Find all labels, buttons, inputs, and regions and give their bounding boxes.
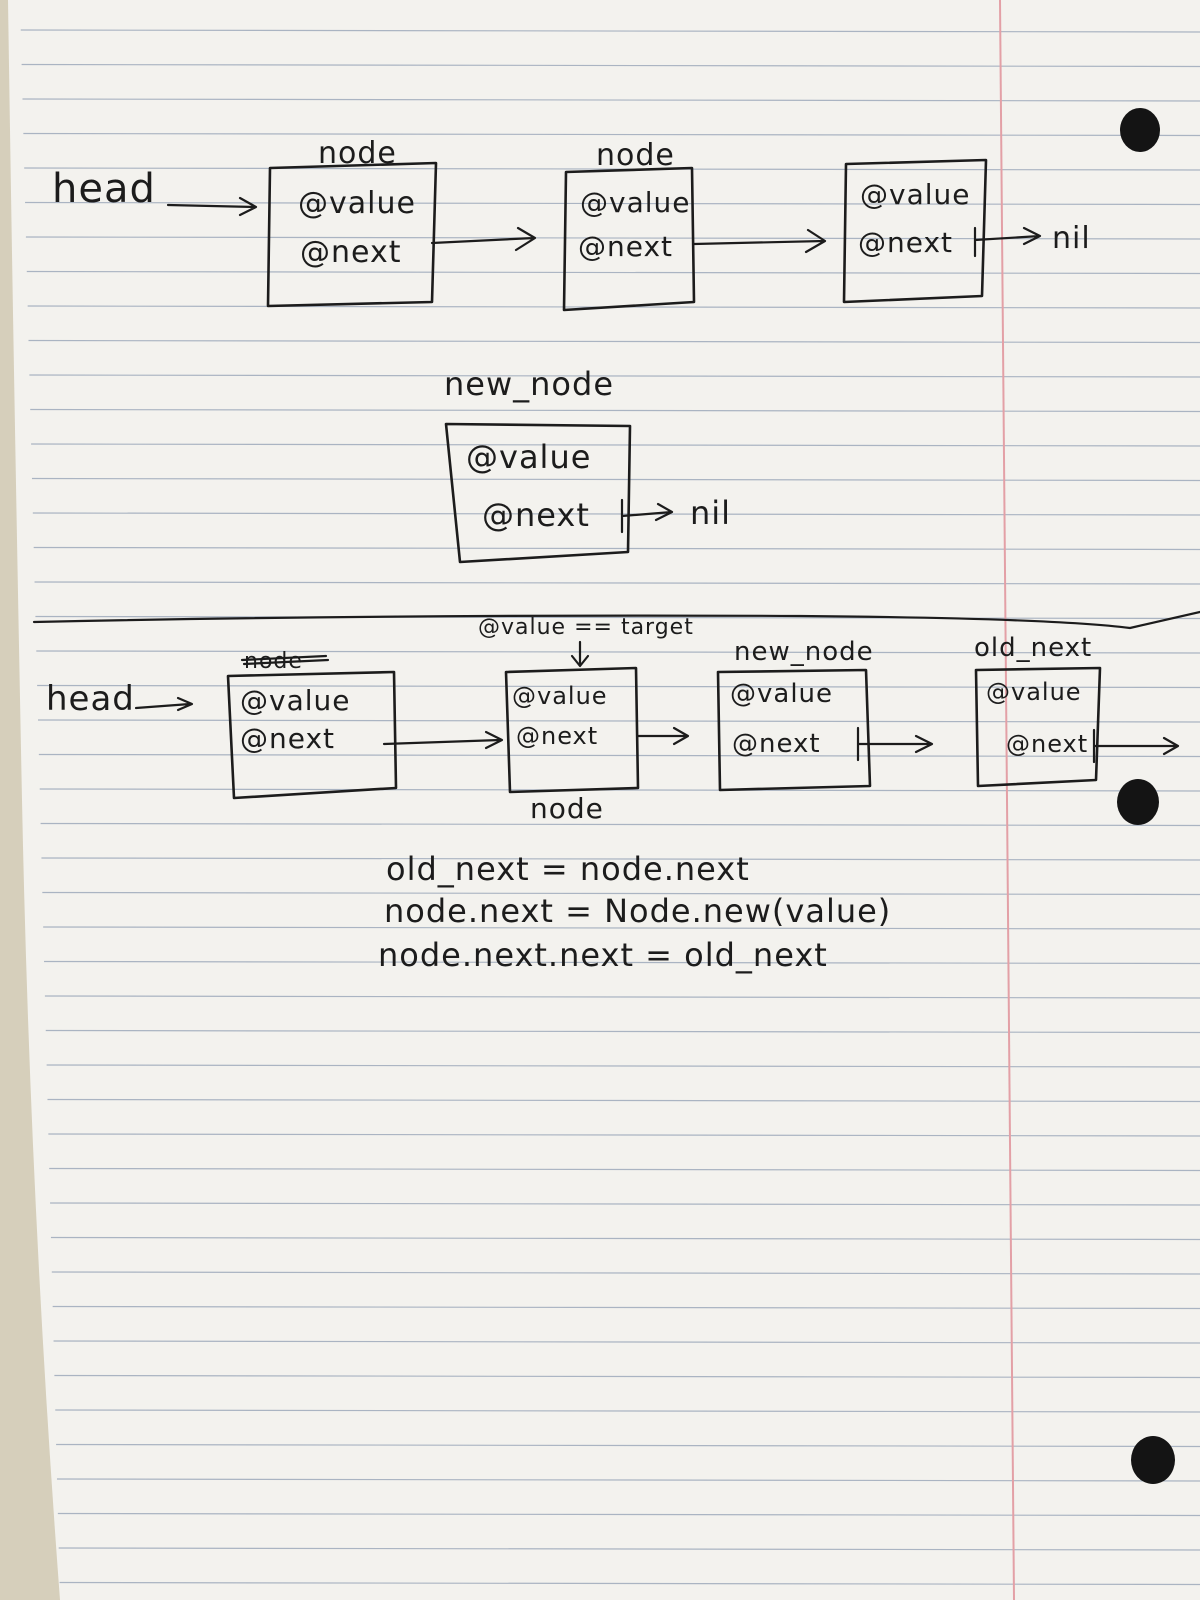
ruled-line bbox=[46, 1064, 1200, 1068]
bottom-box4-value: @value bbox=[986, 678, 1082, 706]
ruled-line bbox=[59, 1581, 1200, 1586]
binder-hole-top bbox=[1120, 108, 1160, 152]
node3-next: @next bbox=[858, 226, 953, 259]
ruled-line bbox=[51, 1271, 1200, 1275]
ruled-line bbox=[21, 63, 1200, 68]
bottom-box4 bbox=[974, 666, 1102, 788]
ruled-line bbox=[54, 1374, 1200, 1379]
new-node-next-arrow bbox=[620, 498, 674, 534]
ruled-line bbox=[29, 374, 1200, 378]
ruled-line bbox=[47, 1098, 1200, 1103]
ruled-line bbox=[52, 1305, 1200, 1310]
new-node-nil: nil bbox=[690, 494, 731, 532]
head-arrow-top bbox=[166, 196, 258, 217]
code-line-1: old_next = node.next bbox=[386, 850, 750, 888]
ruled-line bbox=[23, 132, 1200, 137]
bottom-box1-value: @value bbox=[240, 684, 350, 717]
paper-sheet bbox=[8, 0, 1200, 1600]
bottom-box4-arrow bbox=[1092, 728, 1180, 764]
new-node-label-top: new_node bbox=[444, 365, 614, 403]
node2-next-arrow bbox=[692, 228, 827, 254]
ruled-line bbox=[55, 1409, 1200, 1413]
ruled-line bbox=[50, 1236, 1200, 1241]
ruled-line bbox=[30, 408, 1200, 413]
ruled-line bbox=[56, 1478, 1200, 1482]
new-node-next: @next bbox=[482, 496, 590, 534]
ruled-line bbox=[22, 98, 1200, 102]
node3-box bbox=[842, 158, 988, 304]
bottom-box2-value: @value bbox=[512, 682, 608, 710]
node2-label: node bbox=[596, 138, 675, 173]
ruled-line bbox=[49, 1167, 1200, 1172]
node1-next: @next bbox=[300, 235, 401, 270]
target-note: @value == target bbox=[478, 615, 694, 640]
new-node-value: @value bbox=[466, 438, 591, 476]
bottom-box3-value: @value bbox=[730, 679, 833, 709]
bottom-box1 bbox=[226, 670, 398, 800]
bottom-box3 bbox=[716, 668, 872, 792]
ruled-line bbox=[31, 477, 1200, 482]
head-arrow-bottom bbox=[134, 696, 194, 712]
ruled-line bbox=[58, 1547, 1200, 1551]
bottom-box3-next: @next bbox=[732, 729, 821, 759]
node1-next-arrow bbox=[430, 226, 537, 252]
head-label-top: head bbox=[52, 166, 156, 212]
node2-next: @next bbox=[578, 230, 673, 263]
code-line-3: node.next.next = old_next bbox=[378, 936, 828, 974]
bottom-box3-arrow bbox=[856, 726, 934, 762]
node1-box bbox=[266, 161, 438, 308]
ruled-line bbox=[45, 1029, 1200, 1034]
ruled-line bbox=[53, 1340, 1200, 1344]
target-pointer bbox=[570, 640, 590, 668]
ruled-line bbox=[24, 167, 1200, 171]
node3-nil: nil bbox=[1052, 221, 1091, 256]
ruled-line bbox=[20, 29, 1200, 33]
code-line-2: node.next = Node.new(value) bbox=[384, 892, 891, 930]
ruled-line bbox=[28, 339, 1200, 344]
new-node-box-top bbox=[444, 422, 632, 564]
node1-value: @value bbox=[298, 186, 416, 221]
bottom-box1-arrow bbox=[382, 730, 504, 750]
node3-next-arrow bbox=[973, 226, 1042, 258]
node3-value: @value bbox=[860, 178, 970, 211]
head-label-bottom: head bbox=[46, 679, 135, 719]
ruled-line bbox=[48, 1133, 1200, 1137]
ruled-line bbox=[44, 995, 1200, 999]
strike-through bbox=[240, 654, 330, 666]
bottom-box1-next: @next bbox=[240, 722, 335, 755]
bottom-box2 bbox=[504, 666, 640, 794]
ruled-line bbox=[57, 1512, 1200, 1517]
ruled-line bbox=[31, 443, 1200, 447]
section-divider bbox=[32, 610, 1200, 630]
bottom-box2-next: @next bbox=[516, 722, 598, 750]
ruled-line bbox=[26, 270, 1200, 275]
new-node-label-bottom: new_node bbox=[734, 637, 874, 667]
margin-line bbox=[999, 0, 1015, 1600]
old-next-label: old_next bbox=[974, 633, 1092, 663]
ruled-line bbox=[25, 201, 1200, 206]
node2-box bbox=[562, 166, 696, 312]
node-below-label: node bbox=[530, 792, 604, 825]
ruled-line bbox=[44, 960, 1200, 965]
ruled-line bbox=[50, 1202, 1200, 1206]
bottom-box4-next: @next bbox=[1006, 730, 1088, 758]
binder-hole-middle bbox=[1117, 779, 1159, 825]
bottom-box2-arrow bbox=[636, 726, 690, 746]
ruled-line bbox=[56, 1443, 1200, 1448]
binder-hole-bottom bbox=[1131, 1436, 1175, 1484]
node2-value: @value bbox=[580, 186, 690, 219]
